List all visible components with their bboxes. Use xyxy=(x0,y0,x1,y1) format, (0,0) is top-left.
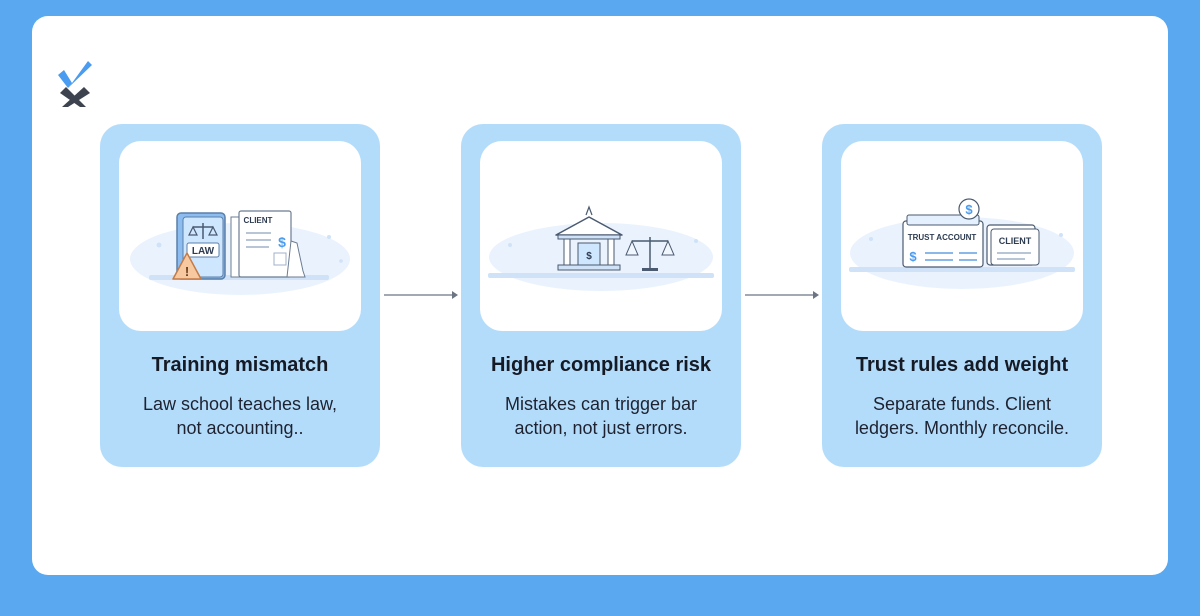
checkmark-x-logo-icon xyxy=(58,61,92,107)
trust-account-ledger-icon: TRUST ACCOUNT $ $ CLIENT xyxy=(849,198,1075,289)
step-description: Separate funds. Client ledgers. Monthly … xyxy=(836,392,1088,440)
svg-text:TRUST ACCOUNT: TRUST ACCOUNT xyxy=(908,233,977,242)
step-card-trust-rules: TRUST ACCOUNT $ $ CLIENT Trust rules add… xyxy=(822,124,1102,467)
step-description-line: ledgers. Monthly reconcile. xyxy=(854,418,1070,438)
illustration-panel: $ xyxy=(480,141,722,331)
svg-text:$: $ xyxy=(278,234,286,250)
svg-text:!: ! xyxy=(185,264,189,279)
infographic-frame: LAW CLIENT $ ! Training mismatch xyxy=(32,16,1168,575)
svg-text:$: $ xyxy=(586,251,592,262)
bank-scales-icon: $ xyxy=(488,205,714,291)
step-card-training-mismatch: LAW CLIENT $ ! Training mismatch xyxy=(100,124,380,467)
step-card-higher-compliance-risk: $ Higher compliance risk Mistakes can tr… xyxy=(461,124,741,467)
step-description-line: action, not just errors. xyxy=(514,418,688,438)
svg-text:$: $ xyxy=(909,249,917,264)
svg-text:CLIENT: CLIENT xyxy=(999,236,1032,246)
svg-text:CLIENT: CLIENT xyxy=(244,216,273,225)
illustration-panel: LAW CLIENT $ ! xyxy=(119,141,361,331)
step-description-line: Law school teaches law, xyxy=(142,394,338,414)
step-title: Training mismatch xyxy=(151,354,329,376)
illustration-panel: TRUST ACCOUNT $ $ CLIENT xyxy=(841,141,1083,331)
step-title: Trust rules add weight xyxy=(855,354,1069,376)
step-description: Law school teaches law, not accounting.. xyxy=(114,392,366,440)
law-book-warning-icon: LAW CLIENT $ ! xyxy=(130,210,350,295)
flow-arrow-icon xyxy=(745,291,819,299)
flow-arrow-icon xyxy=(384,291,458,299)
step-title: Higher compliance risk xyxy=(490,354,712,376)
step-description-line: Mistakes can trigger bar xyxy=(504,394,698,414)
step-description: Mistakes can trigger bar action, not jus… xyxy=(475,392,727,440)
step-description-line: not accounting.. xyxy=(176,418,304,438)
step-description-line: Separate funds. Client xyxy=(872,394,1052,414)
svg-text:LAW: LAW xyxy=(192,246,215,257)
svg-text:$: $ xyxy=(965,202,973,217)
